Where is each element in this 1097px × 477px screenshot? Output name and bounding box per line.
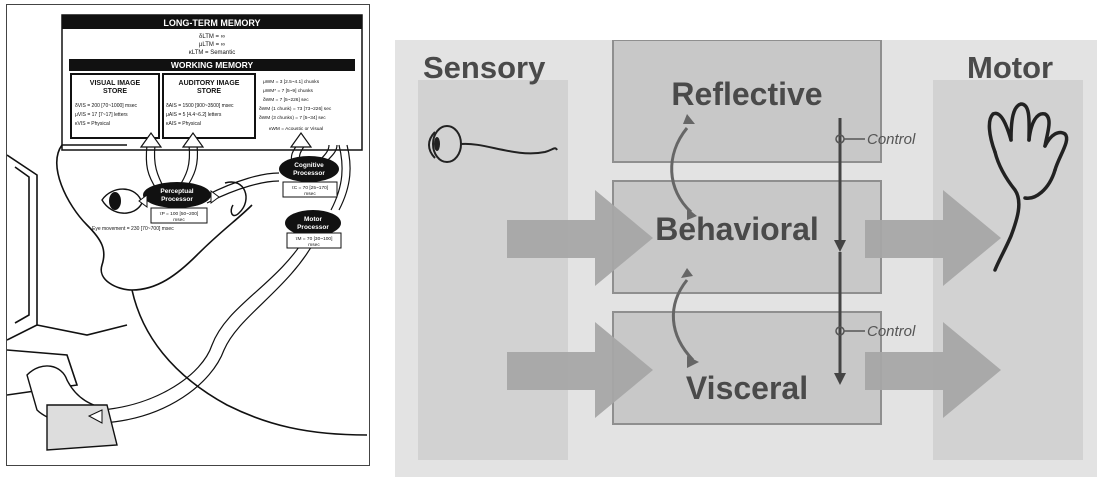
eye-movement-label: Eye movement = 230 [70~700] msec bbox=[92, 226, 174, 232]
working-memory-title: WORKING MEMORY bbox=[171, 60, 254, 70]
eye-arrow bbox=[138, 194, 148, 208]
cognitive-processor-line2: Processor bbox=[293, 170, 325, 177]
arrow-head-auditory bbox=[181, 131, 205, 148]
motor-label: Motor bbox=[967, 50, 1053, 85]
cognitive-param: τC = 70 [25~170] bbox=[292, 185, 328, 191]
auditory-store-title-2: STORE bbox=[197, 88, 221, 95]
visual-store-title-1: VISUAL IMAGE bbox=[90, 80, 141, 87]
ltm-param-1: δLTM = ∞ bbox=[199, 34, 225, 40]
eye-icon bbox=[101, 188, 143, 214]
visual-store-title-2: STORE bbox=[103, 88, 127, 95]
perceptual-processor-line1: Perceptual bbox=[160, 188, 193, 195]
sensory-flow-arrows bbox=[507, 190, 653, 418]
auditory-store-param-1: δAIS = 1500 [900~3500] msec bbox=[166, 103, 234, 109]
motor-unit: msec bbox=[308, 243, 320, 248]
wm-param-3: δWM = 7 [5~226] sec bbox=[263, 97, 309, 103]
arrow-head-visual bbox=[139, 131, 163, 148]
working-memory-title-bar bbox=[69, 59, 355, 71]
behavioral-visceral-arrow bbox=[672, 279, 695, 362]
visual-store-param-1: δVIS = 200 [70~1000] msec bbox=[75, 103, 137, 109]
motor-param-box bbox=[286, 232, 342, 249]
monitor-outline bbox=[6, 154, 128, 396]
perceptual-processor-line2: Processor bbox=[161, 196, 193, 203]
motor-processor-line1: Motor bbox=[304, 216, 323, 223]
sensory-to-behavioral-arrow bbox=[507, 190, 653, 286]
behavioral-to-motor-arrow bbox=[865, 190, 1001, 286]
control-label-upper: Control bbox=[867, 131, 916, 148]
motor-processor-oval bbox=[285, 210, 341, 236]
perceptual-param-box bbox=[150, 207, 208, 224]
reflective-label: Reflective bbox=[671, 76, 822, 112]
visual-store-param-3: κVIS = Physical bbox=[75, 121, 110, 127]
arrow-head-wm bbox=[289, 131, 313, 148]
ear-icon bbox=[224, 181, 247, 217]
perceptual-unit: msec bbox=[173, 218, 185, 223]
behavioral-label: Behavioral bbox=[655, 211, 819, 247]
sensory-to-visceral-arrow bbox=[507, 322, 653, 418]
perceptual-processor-oval bbox=[143, 182, 211, 208]
cognitive-processor-line1: Cognitive bbox=[294, 162, 324, 169]
ltm-title: LONG-TERM MEMORY bbox=[163, 18, 260, 28]
reflective-behavioral-arrow bbox=[670, 127, 693, 214]
wm-param-5: δWM (3 chunks) = 7 [5~34] sec bbox=[259, 115, 326, 121]
cognitive-param-box bbox=[282, 181, 338, 198]
wm-param-4: δWM (1 chunk) = 73 [73~226] sec bbox=[259, 106, 332, 112]
visual-image-store-box bbox=[70, 73, 160, 139]
eye-icon bbox=[428, 125, 558, 163]
visual-store-param-2: μVIS = 17 [7~17] letters bbox=[75, 112, 128, 118]
hand-icon bbox=[987, 102, 1069, 272]
ear-arrow bbox=[210, 190, 220, 204]
auditory-image-store-box bbox=[162, 73, 256, 139]
three-level-processing-diagram: Sensory Motor Reflective Behavioral Visc… bbox=[395, 40, 1097, 477]
cognitive-unit: msec bbox=[304, 192, 316, 197]
model-human-processor-diagram: LONG-TERM MEMORY δLTM = ∞ μLTM = ∞ κLTM … bbox=[6, 4, 370, 466]
body-outline bbox=[131, 289, 368, 436]
control-arrowheads bbox=[834, 240, 846, 385]
eye-pupil bbox=[434, 137, 440, 151]
sensory-column bbox=[418, 80, 568, 460]
motor-arrow-head bbox=[87, 409, 103, 424]
ltm-param-2: μLTM = ∞ bbox=[199, 42, 225, 48]
auditory-store-param-2: μAIS = 5 [4.4~6.2] letters bbox=[166, 112, 222, 118]
control-label-lower: Control bbox=[867, 323, 916, 340]
head-outline bbox=[56, 144, 253, 291]
auditory-store-title-1: AUDITORY IMAGE bbox=[179, 80, 240, 87]
visceral-to-motor-arrow bbox=[865, 322, 1001, 418]
perceptual-param: τP = 100 [50~200] bbox=[160, 211, 199, 217]
control-ticks bbox=[835, 134, 865, 336]
auditory-store-param-3: κAIS = Physical bbox=[166, 121, 201, 127]
interlayer-arrowheads bbox=[681, 114, 699, 368]
sensory-label: Sensory bbox=[423, 50, 546, 85]
interlayer-arrows bbox=[670, 127, 695, 362]
visceral-label: Visceral bbox=[686, 370, 808, 406]
wm-param-1: μWM = 3 [2.5~4.1] chunks bbox=[263, 79, 320, 85]
motor-flow-arrows bbox=[865, 190, 1001, 418]
motor-processor-line2: Processor bbox=[297, 224, 329, 231]
wm-param-6: κWM = Acoustic or Visual bbox=[269, 126, 323, 132]
ltm-title-bar bbox=[62, 15, 362, 29]
cognitive-processor-oval bbox=[279, 156, 339, 182]
three-level-illustration: Sensory Motor Reflective Behavioral Visc… bbox=[395, 40, 1097, 477]
hand-on-keyboard bbox=[26, 365, 118, 451]
wm-param-2: μWM* = 7 [5~9] chunks bbox=[263, 88, 314, 94]
motor-param: τM = 70 [30~100] bbox=[296, 236, 333, 242]
ltm-param-3: κLTM = Semantic bbox=[189, 50, 235, 56]
mhp-illustration: LONG-TERM MEMORY δLTM = ∞ μLTM = ∞ κLTM … bbox=[6, 14, 368, 451]
